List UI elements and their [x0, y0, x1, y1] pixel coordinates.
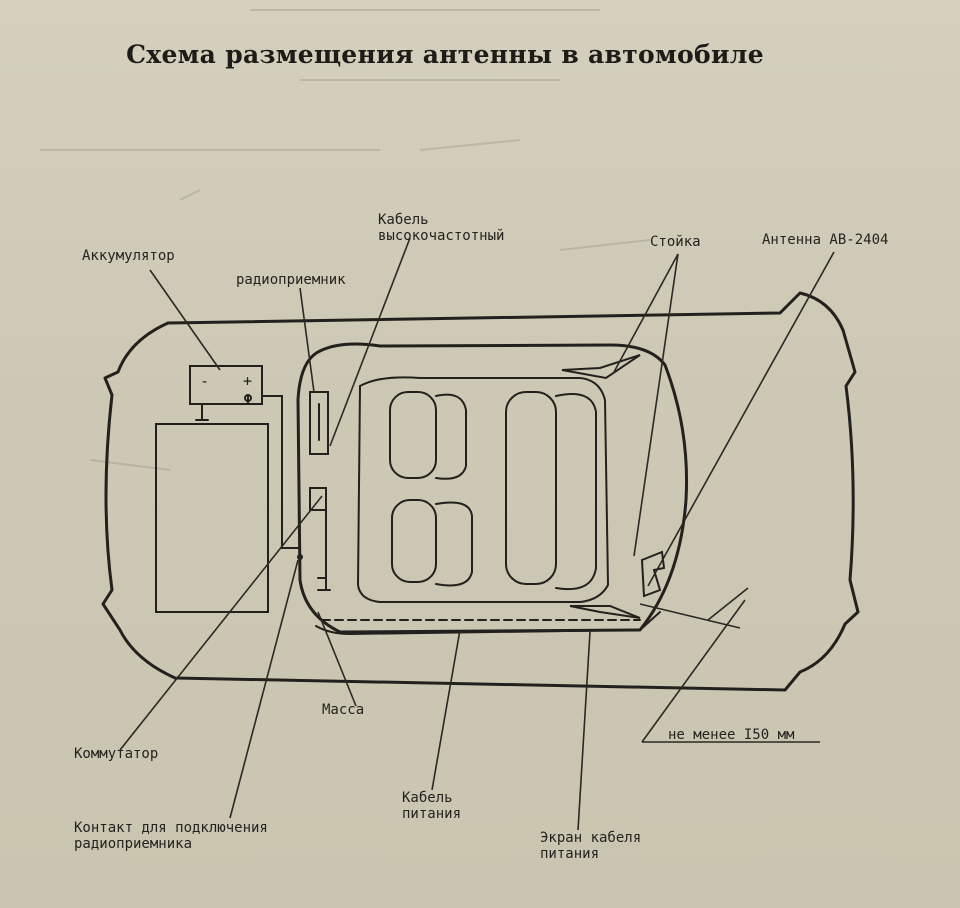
seat-front-left	[389, 391, 437, 479]
label-contact: Контакт для подключения радиоприемника	[74, 820, 268, 852]
commutator-block	[309, 487, 327, 511]
seats	[389, 391, 597, 590]
label-distance: не менее I50 мм	[668, 727, 795, 743]
seat-right-back	[555, 393, 597, 590]
seat-right	[505, 391, 557, 585]
label-power-cable: Кабель питания	[402, 790, 462, 822]
seat-rear-left	[391, 499, 437, 583]
engine-compartment	[155, 423, 269, 613]
seat-rear-left-back	[435, 501, 473, 587]
battery-minus-sign: -	[200, 372, 209, 390]
antenna-base	[640, 550, 666, 598]
windshield-frame	[356, 376, 610, 603]
leader-lines	[119, 237, 835, 831]
pillar-shape	[561, 354, 641, 380]
radio-receiver	[309, 391, 329, 455]
battery-box	[189, 365, 263, 405]
diagram-title: Схема размещения антенны в автомобиле	[126, 40, 764, 69]
seat-front-left-back	[435, 393, 467, 480]
label-pillar: Стойка	[650, 234, 701, 250]
rear-pillar-shape	[569, 605, 641, 619]
cabin-outline	[296, 342, 689, 634]
power-cable-shield	[315, 611, 661, 636]
label-mass: Масса	[322, 702, 365, 718]
label-power-cable-shield: Экран кабеля питания	[540, 830, 642, 862]
contact-point	[297, 554, 303, 560]
car-body-outline	[101, 291, 860, 692]
battery-plus-sign: +	[243, 372, 252, 390]
battery	[189, 365, 301, 549]
label-commutator: Коммутатор	[74, 746, 159, 762]
label-radio: радиоприемник	[236, 272, 346, 288]
label-antenna: Антенна АВ-2404	[762, 232, 889, 248]
label-hf-cable: Кабель высокочастотный	[378, 212, 505, 244]
label-battery: Аккумулятор	[82, 248, 175, 264]
